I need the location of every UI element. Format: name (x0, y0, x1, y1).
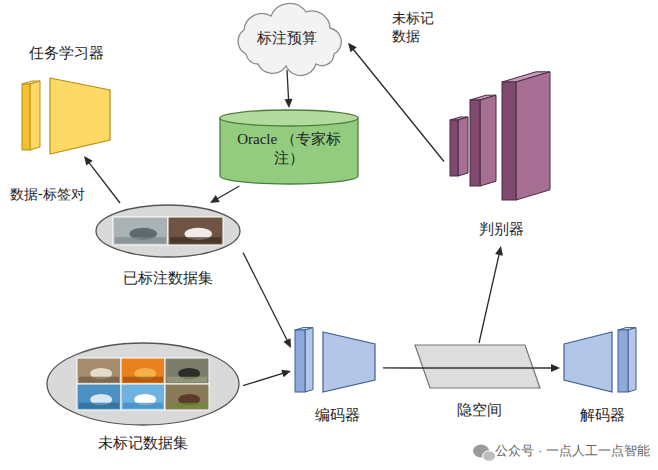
watermark: 公众号 · 一点人工一点智能 (495, 443, 650, 459)
budget-cloud: 标注预算 (226, 2, 348, 70)
arrow-connector (285, 70, 293, 108)
arrowhead (285, 99, 293, 108)
wechat-icon (473, 445, 496, 462)
dataset-label: 未标记数据集 (43, 434, 243, 453)
shape-part (77, 384, 121, 410)
shape-part (305, 328, 313, 392)
dataset-label: 已标注数据集 (93, 269, 243, 288)
shape-part (450, 120, 458, 176)
connector-line (243, 373, 284, 386)
shape-part (165, 358, 209, 384)
arrow-connector (243, 253, 291, 349)
shape-part (79, 403, 119, 409)
latent-space: 隐空间 (412, 343, 546, 423)
shape-part (516, 72, 550, 200)
shape-part (323, 332, 375, 392)
connector-line (352, 48, 444, 161)
connector-line (287, 70, 289, 101)
arrowhead (210, 195, 220, 203)
task-learner: 任务学习器 (16, 44, 116, 156)
shape-part (415, 345, 540, 388)
arrowhead (348, 43, 357, 53)
shape-part (96, 205, 240, 257)
component-label: 隐空间 (412, 401, 546, 420)
shape-part (564, 332, 612, 392)
arrow-connector (546, 364, 560, 372)
shape-part (123, 403, 163, 409)
shape-part (79, 377, 119, 383)
shape-part (412, 367, 546, 368)
shape-part (295, 330, 305, 392)
shape-part (123, 377, 163, 383)
shape-part (113, 217, 168, 245)
cylinder-label: Oracle （专家标注） (234, 130, 344, 168)
edge-label: 未标记 数据 (392, 10, 450, 45)
shape-part (470, 100, 480, 186)
icon-bubble (483, 451, 496, 461)
shape-part (165, 384, 209, 410)
component-label: 判别器 (444, 220, 558, 239)
shape-part (220, 118, 358, 184)
shape-part (121, 358, 165, 384)
discriminator-shape (444, 70, 558, 246)
arrowhead (551, 364, 560, 372)
shape-part (628, 328, 636, 392)
arrow-connector (383, 367, 412, 368)
shape-part (50, 78, 110, 154)
arrow-connector (348, 43, 444, 162)
arrow-connector (210, 186, 239, 203)
shape-part (458, 117, 468, 176)
shape-part (47, 343, 239, 425)
decoder: 解码器 (560, 322, 644, 426)
connector-line (216, 186, 239, 199)
shape-part (77, 358, 121, 384)
shape-part (502, 82, 516, 200)
component-label: 任务学习器 (16, 44, 116, 63)
shape-part (121, 384, 165, 410)
connector-line (243, 253, 288, 342)
oracle-cylinder: Oracle （专家标注） (216, 108, 362, 186)
component-label: 编码器 (291, 406, 383, 425)
shape-part (115, 237, 166, 243)
arrow-connector (479, 246, 503, 343)
labeled-dataset: 已标注数据集 (93, 203, 243, 293)
cloud-label: 标注预算 (226, 29, 348, 48)
shape-part (22, 84, 30, 150)
shape-part (167, 377, 207, 383)
shape-part (168, 217, 223, 245)
arrowhead (281, 370, 291, 378)
arrow-connector (243, 370, 291, 386)
shape-part (167, 403, 207, 409)
discriminator: 判别器 (444, 70, 558, 246)
connector-line (479, 253, 499, 343)
encoder: 编码器 (291, 322, 383, 426)
arrowhead (495, 246, 503, 256)
shape-part (480, 95, 496, 186)
edge-label: 数据-标签对 (10, 186, 100, 204)
shape-part (170, 237, 221, 243)
component-label: 解码器 (560, 406, 644, 425)
connector-line (383, 367, 412, 368)
arrowhead (84, 156, 93, 166)
shape-part (30, 81, 40, 150)
shape-part (220, 110, 358, 126)
arrowhead (283, 338, 291, 348)
shape-part (618, 330, 628, 392)
unlabeled-dataset: 未标记数据集 (43, 340, 243, 454)
